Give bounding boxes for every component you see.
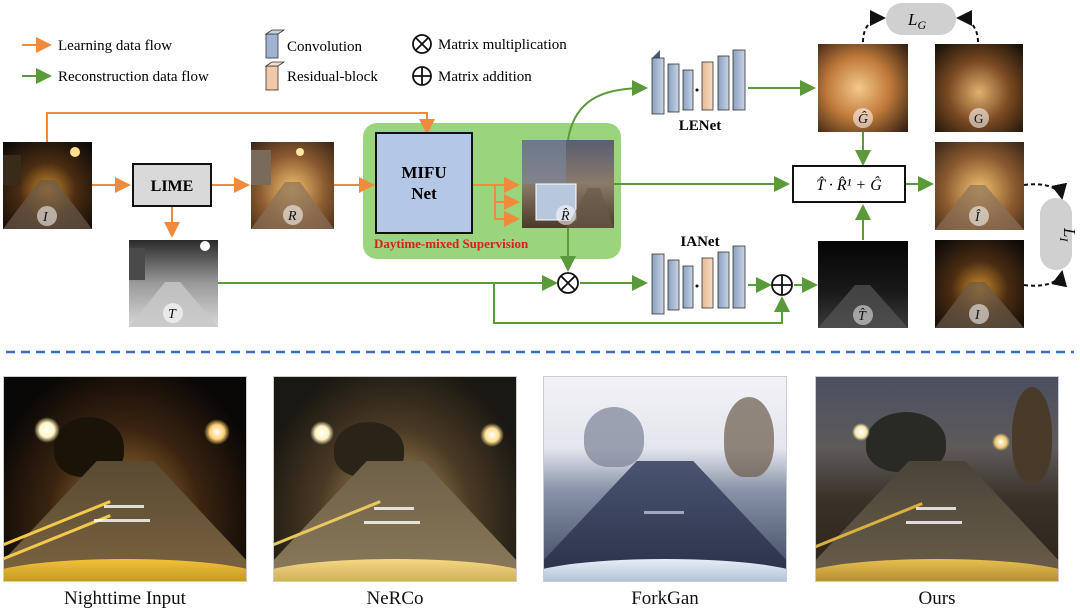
loss-i-symbol: L (1060, 227, 1079, 237)
reflectance-image: R (251, 142, 334, 229)
ianet-label: IANet (680, 234, 719, 250)
mifu-net-block: MIFU Net (375, 132, 473, 234)
g-hat-image: Ĝ (818, 44, 908, 132)
ianet-residual-1 (701, 257, 714, 309)
ianet-conv-4 (717, 251, 730, 309)
ianet-conv-1 (651, 253, 665, 315)
caption-nerco: NeRCo (366, 588, 424, 609)
i-hat-label: Î (974, 208, 981, 225)
t-hat-image: T̂ (818, 241, 908, 328)
legend-reconstruction-flow: Reconstruction data flow (58, 69, 209, 85)
matrix-multiplication-icon (412, 34, 432, 54)
lenet-conv-4 (717, 55, 730, 111)
i-hat-image: Î (935, 142, 1024, 230)
caption-ours: Ours (918, 588, 956, 609)
learning-flow-mifu-to-rhat-3 (494, 202, 520, 227)
loss-i: LI (1040, 198, 1079, 270)
i-image: I (935, 240, 1024, 328)
result-nighttime-input (3, 376, 247, 582)
i-label: I (974, 308, 981, 323)
loss-g: LG (886, 3, 956, 35)
legend: Learning data flow Reconstruction data f… (22, 29, 567, 91)
matrix-addition-icon (412, 66, 432, 86)
illumination-image: T (129, 240, 218, 327)
lenet-block: LENet (651, 49, 746, 134)
g-label: G (974, 111, 983, 126)
loss-i-link-top (1023, 182, 1068, 200)
result-ours (815, 376, 1059, 582)
convolution-icon (264, 29, 286, 59)
reflectance-label: R (287, 209, 297, 224)
svg-text:LI: LI (1057, 227, 1079, 242)
learning-flow-input-to-mifu (46, 112, 435, 142)
loss-g-link-right (956, 10, 979, 43)
legend-matrix-addition: Matrix addition (438, 69, 532, 85)
svg-text:LG: LG (907, 10, 926, 32)
illumination-label: T (168, 307, 177, 322)
caption-forkgan: ForkGan (631, 588, 699, 609)
legend-residual-block: Residual-block (287, 69, 378, 85)
ianet-conv-3 (682, 265, 694, 309)
loss-g-symbol: L (907, 10, 917, 29)
r-hat-label: R̂ (560, 208, 570, 224)
lenet-label: LENet (679, 118, 722, 134)
legend-learning-flow: Learning data flow (58, 38, 172, 54)
loss-g-link-left (862, 10, 886, 43)
r-hat-image: R̂ (522, 140, 614, 228)
result-nerco (273, 376, 517, 582)
lenet-conv-2 (667, 63, 680, 113)
lenet-conv-5 (732, 49, 746, 111)
legend-matrix-multiplication: Matrix multiplication (438, 37, 567, 53)
loss-i-link-bottom (1023, 270, 1068, 288)
caption-nighttime-input: Nighttime Input (64, 588, 186, 609)
mifu-label-line1: MIFU (401, 163, 446, 182)
ianet-block: IANet (651, 234, 746, 315)
lime-label: LIME (151, 178, 194, 195)
lenet-conv-1 (651, 50, 665, 115)
recon-flow-rhat-to-lenet (567, 80, 648, 141)
reconstruction-formula: T̂ · R̂¹ + Ĝ (792, 165, 906, 203)
residual-block-icon (264, 61, 286, 91)
matrix-multiplication-op (557, 272, 579, 294)
input-image: I (3, 142, 92, 229)
mifu-label-line2: Net (411, 184, 437, 203)
lenet-conv-3 (682, 69, 694, 111)
g-hat-label: Ĝ (858, 110, 868, 127)
loss-i-subscript: I (1057, 236, 1071, 242)
result-forkgan (543, 376, 787, 582)
formula-text: T̂ · R̂¹ + Ĝ (816, 175, 882, 194)
supervision-label: Daytime-mixed Supervision (374, 236, 529, 251)
recon-flow-t-skip-to-add (493, 283, 790, 324)
loss-g-subscript: G (917, 18, 926, 32)
ianet-conv-5 (732, 245, 746, 309)
lime-block: LIME (132, 163, 212, 207)
t-hat-label: T̂ (858, 308, 867, 324)
matrix-addition-op (771, 274, 793, 296)
input-label: I (42, 210, 49, 225)
ianet-conv-2 (667, 259, 680, 311)
lenet-residual-1 (701, 61, 714, 111)
g-image: G (935, 44, 1023, 132)
legend-convolution: Convolution (287, 39, 363, 55)
